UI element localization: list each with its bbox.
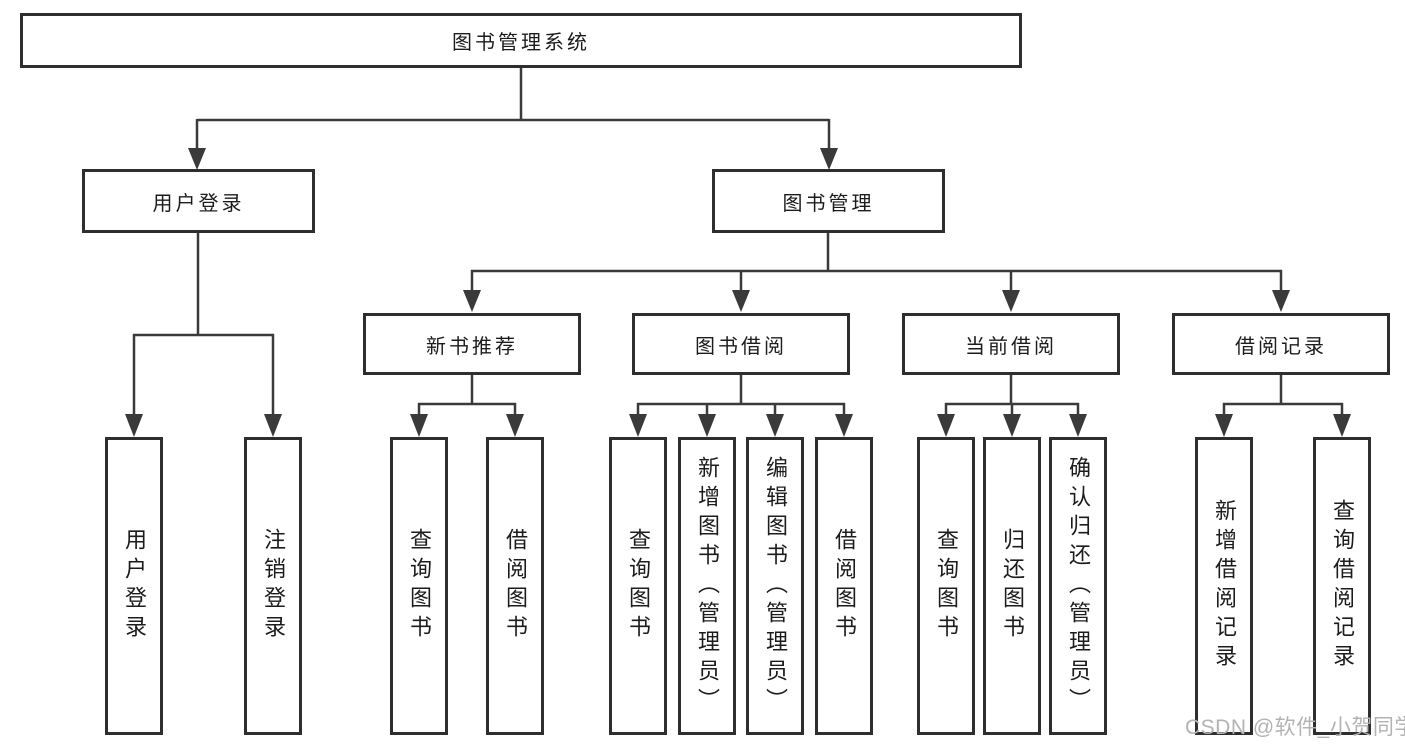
leaf-borrowing-borrow-books: 借阅图书 [815, 437, 873, 735]
arrowhead [835, 414, 853, 437]
arrowhead [125, 414, 143, 437]
leaf-label: 用户登录 [122, 528, 147, 644]
leaf-current-return-books: 归还图书 [983, 437, 1041, 735]
leaf-label: 查询图书 [934, 528, 959, 644]
arrowhead [937, 414, 955, 437]
arrowhead [1333, 414, 1351, 437]
arrowhead [410, 414, 428, 437]
leaf-label: 查询图书 [626, 528, 651, 644]
node-current-borrowing: 当前借阅 [902, 313, 1120, 375]
leaf-user-login: 用户登录 [105, 437, 163, 735]
leaf-label: 编辑图书（管理员） [763, 455, 788, 717]
leaf-newbooks-borrow-books: 借阅图书 [486, 437, 544, 735]
leaf-records-query-borrow-record: 查询借阅记录 [1313, 437, 1371, 735]
arrowhead [1069, 414, 1087, 437]
arrowhead [698, 414, 716, 437]
leaf-label: 归还图书 [1000, 528, 1025, 644]
node-new-book-recommendation: 新书推荐 [363, 313, 581, 375]
watermark: CSDN @软件_小贺同学 [1185, 716, 1405, 739]
arrowhead [264, 414, 282, 437]
leaf-current-confirm-return-admin: 确认归还（管理员） [1049, 437, 1107, 735]
leaf-borrowing-query-books: 查询图书 [609, 437, 667, 735]
leaf-records-add-borrow-record: 新增借阅记录 [1195, 437, 1253, 735]
leaf-label: 新增图书（管理员） [695, 455, 720, 717]
arrowhead [1272, 290, 1290, 312]
arrowhead [1215, 414, 1233, 437]
leaf-label: 查询借阅记录 [1330, 499, 1355, 673]
leaf-label: 借阅图书 [832, 528, 857, 644]
arrowhead [506, 414, 524, 437]
leaf-label: 新增借阅记录 [1212, 499, 1237, 673]
leaf-label: 确认归还（管理员） [1066, 455, 1091, 717]
leaf-borrowing-edit-books-admin: 编辑图书（管理员） [746, 437, 804, 735]
leaf-label: 注销登录 [261, 528, 286, 644]
node-borrowing-records: 借阅记录 [1172, 313, 1390, 375]
arrowhead [1002, 290, 1020, 312]
arrowhead [732, 290, 750, 312]
leaf-label: 借阅图书 [503, 528, 528, 644]
arrowhead [629, 414, 647, 437]
arrowhead [1003, 414, 1021, 437]
leaf-logout: 注销登录 [244, 437, 302, 735]
node-book-borrowing: 图书借阅 [632, 313, 850, 375]
leaf-current-query-books: 查询图书 [917, 437, 975, 735]
arrowhead [766, 414, 784, 437]
arrowhead [463, 290, 481, 312]
node-user-login: 用户登录 [82, 169, 315, 233]
leaf-label: 查询图书 [407, 528, 432, 644]
node-library-management-system: 图书管理系统 [20, 13, 1022, 68]
leaf-newbooks-query-books: 查询图书 [390, 437, 448, 735]
node-book-management: 图书管理 [712, 169, 945, 233]
leaf-borrowing-add-books-admin: 新增图书（管理员） [678, 437, 736, 735]
arrowhead [188, 148, 206, 170]
arrowhead [820, 148, 838, 170]
